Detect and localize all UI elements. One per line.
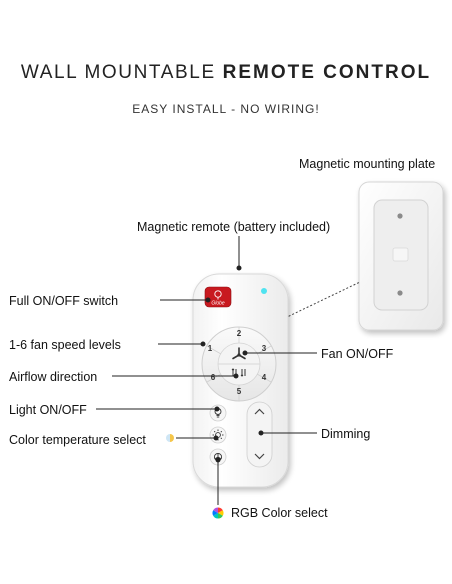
label-fan: Fan ON/OFF [321,347,394,361]
page-title: WALL MOUNTABLE REMOTE CONTROL [0,62,452,84]
label-power: Full ON/OFF switch [9,294,119,308]
label-speed: 1-6 fan speed levels [9,338,121,352]
label-remote: Magnetic remote (battery included) [137,220,331,234]
mounting-plate [358,181,444,331]
level-mark-icon [392,247,409,262]
speed-2-label[interactable]: 2 [237,329,242,338]
chevron-down-icon[interactable] [254,453,265,460]
screw-hole-bottom [397,290,403,296]
speed-dial[interactable]: 2 1 3 6 4 5 [201,326,277,402]
connector-dotted-line [284,281,361,319]
dot-airflow [233,373,239,379]
chevron-up-icon[interactable] [254,408,265,415]
speed-4-label[interactable]: 4 [262,373,267,382]
dot-colortemp [213,435,219,441]
label-mounting-plate: Magnetic mounting plate [299,157,436,171]
speed-6-label[interactable]: 6 [211,373,216,382]
speed-3-label[interactable]: 3 [262,344,267,353]
dot-remote [236,265,242,271]
color-temperature-button[interactable] [209,426,227,444]
dot-rgb [215,457,221,463]
speed-1-label[interactable]: 1 [208,344,213,353]
title-light: WALL MOUNTABLE [20,62,216,83]
logo-text: Globe [211,301,225,307]
speed-5-label[interactable]: 5 [237,387,242,396]
label-color-temperature: Color temperature select [9,433,146,447]
label-dimming: Dimming [321,427,371,441]
label-airflow: Airflow direction [9,370,98,384]
dot-dimming [258,430,264,436]
dot-power [205,297,211,303]
rgb-button[interactable] [209,448,227,466]
label-light: Light ON/OFF [9,403,87,417]
title-bold: REMOTE CONTROL [222,62,432,83]
page-subtitle: EASY INSTALL - NO WIRING! [132,102,320,116]
led-indicator [261,288,267,294]
callout-lines [96,236,317,505]
screw-hole-top [397,213,403,219]
dot-light [214,406,220,412]
fan-icon[interactable] [232,347,246,360]
globe-logo-icon [214,290,222,300]
dot-fan [242,350,248,356]
label-rgb: RGB Color select [231,506,328,520]
color-temperature-swatch [166,434,174,442]
rgb-swatch [212,507,224,519]
power-button[interactable]: Globe [204,286,232,308]
dot-speed [200,341,206,347]
